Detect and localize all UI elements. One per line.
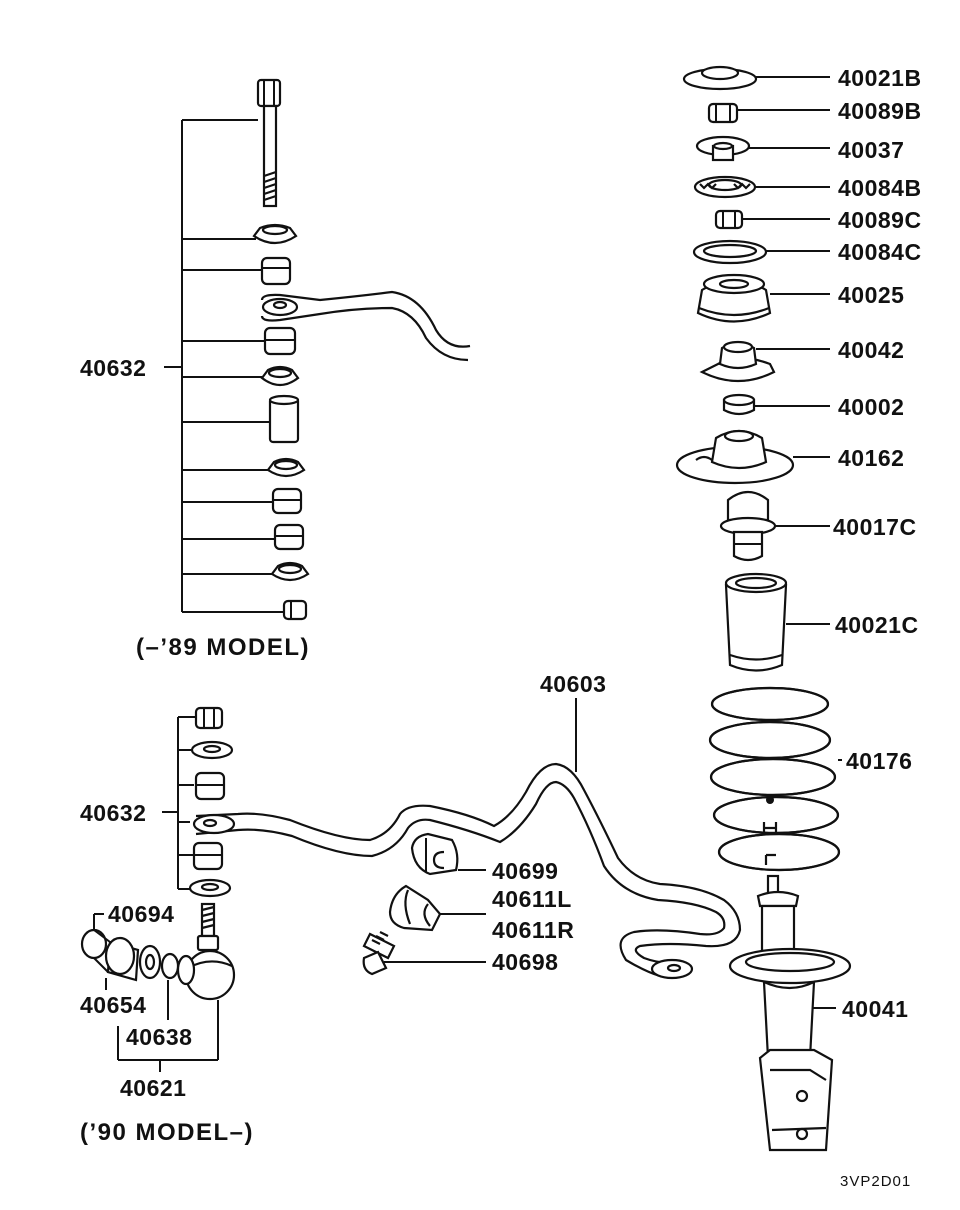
part-40611 <box>388 884 442 932</box>
part-40021B <box>682 65 758 91</box>
part-link-nut <box>282 599 308 621</box>
part-40162 <box>675 429 795 485</box>
part-40017C <box>719 490 777 562</box>
part-40037 <box>695 135 751 162</box>
label-40084B: 40084B <box>838 175 922 201</box>
part-40042 <box>699 340 776 382</box>
label-40042: 40042 <box>838 337 904 363</box>
part-link2-washer-2 <box>188 878 232 898</box>
label-40654: 40654 <box>80 992 146 1018</box>
label-40002: 40002 <box>838 394 904 420</box>
label-40176: 40176 <box>846 748 912 774</box>
label-40025: 40025 <box>838 282 904 308</box>
part-40084B <box>693 175 757 199</box>
label-40632-lower: 40632 <box>80 800 146 826</box>
part-40021C <box>724 572 788 672</box>
part-40654-washer <box>138 944 162 980</box>
diagram-code: 3VP2D01 <box>840 1173 911 1190</box>
part-link-sleeve <box>268 394 300 444</box>
model-note-from90: (’90 MODEL–) <box>80 1119 254 1146</box>
label-40638: 40638 <box>126 1024 192 1050</box>
part-link-washer-3 <box>266 457 306 478</box>
part-40603-stabilizer-bar <box>192 762 742 980</box>
label-40621: 40621 <box>120 1075 186 1101</box>
bracket-40621 <box>117 1000 219 1072</box>
part-link-washer-4 <box>270 561 310 582</box>
part-40621-ball-joint <box>184 902 236 1001</box>
part-40041 <box>728 874 852 1152</box>
part-40084C <box>692 239 768 265</box>
part-link-bushing-3 <box>271 487 303 515</box>
label-40162: 40162 <box>838 445 904 471</box>
bracket-40632-lower <box>162 716 196 890</box>
label-40041: 40041 <box>842 996 908 1022</box>
part-link-bushing-1 <box>260 256 292 286</box>
label-40021C: 40021C <box>835 612 919 638</box>
part-40698 <box>362 931 396 976</box>
label-40037: 40037 <box>838 137 904 163</box>
label-40084C: 40084C <box>838 239 922 265</box>
part-40176 <box>708 686 841 872</box>
label-40694: 40694 <box>108 901 174 927</box>
part-link-washer-2 <box>260 365 300 387</box>
part-40089B <box>707 102 739 124</box>
part-40638-seal <box>160 952 196 986</box>
part-40002 <box>722 393 756 416</box>
part-link-washer-1 <box>252 223 298 245</box>
label-40611R: 40611R <box>492 917 574 943</box>
part-40694-nut <box>80 928 140 982</box>
part-link2-bushing-2 <box>192 841 224 871</box>
label-40698: 40698 <box>492 949 558 975</box>
part-stabilizer-bar-upper <box>260 290 471 362</box>
part-link-bushing-2 <box>263 326 297 356</box>
part-link-bushing-4 <box>273 523 305 551</box>
part-link2-washer-1 <box>190 740 234 760</box>
label-40632-upper: 40632 <box>80 355 146 381</box>
label-40699: 40699 <box>492 858 558 884</box>
bracket-40632-upper <box>164 119 284 613</box>
model-note-upto89: (–’89 MODEL) <box>136 634 310 661</box>
label-40021B: 40021B <box>838 65 922 91</box>
part-40025 <box>696 273 772 323</box>
label-40611L: 40611L <box>492 886 572 912</box>
label-40089C: 40089C <box>838 207 922 233</box>
label-40603: 40603 <box>540 671 606 697</box>
label-40017C: 40017C <box>833 514 917 540</box>
label-40089B: 40089B <box>838 98 922 124</box>
part-40089C <box>714 209 744 230</box>
part-40699 <box>410 832 459 876</box>
part-link-bolt <box>256 78 282 208</box>
part-link2-nut <box>194 706 224 730</box>
part-link2-bushing-1 <box>194 771 226 801</box>
